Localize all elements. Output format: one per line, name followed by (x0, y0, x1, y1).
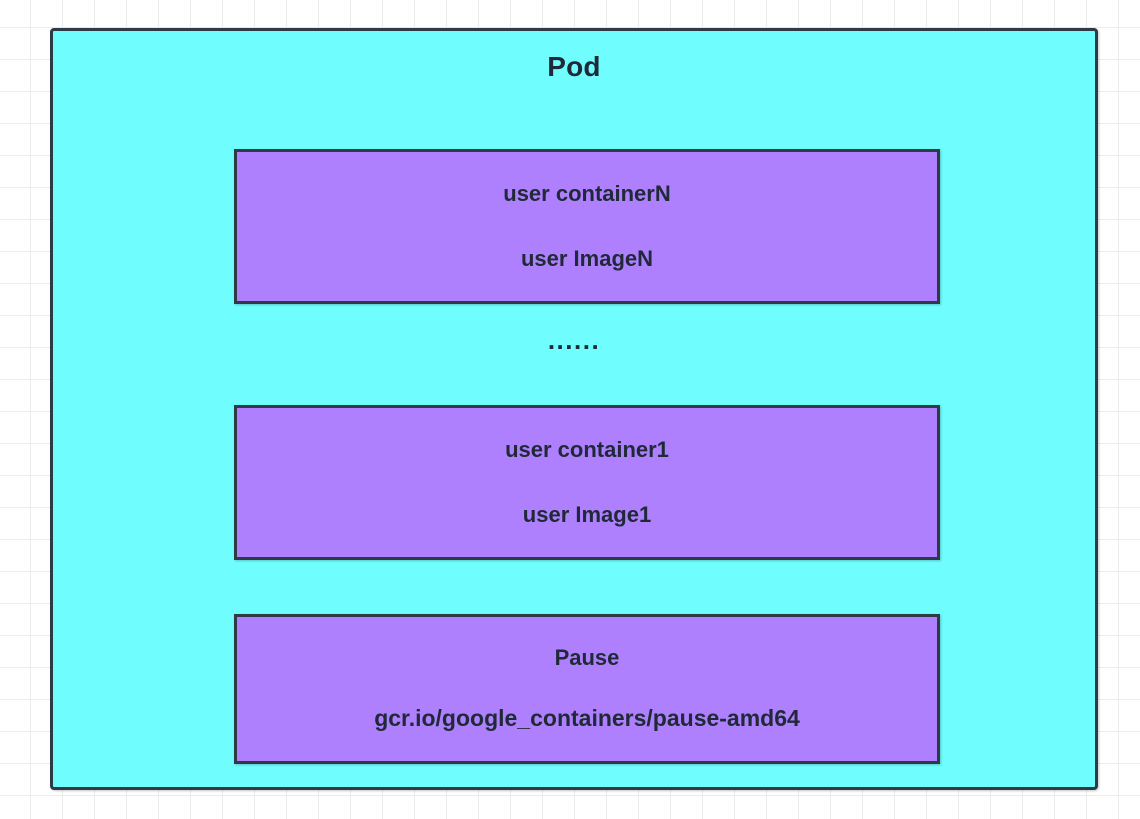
pod-container-box: Pod user containerN user ImageN ...... u… (50, 28, 1098, 790)
user-container-n-image: user ImageN (520, 245, 654, 271)
user-container-1-name: user container1 (505, 437, 669, 463)
pause-container-box: Pause gcr.io/google_containers/pause-amd… (234, 614, 940, 764)
ellipsis-separator: ...... (547, 325, 601, 355)
user-container-1-box: user container1 user Image1 (234, 405, 940, 560)
user-container-n-name: user containerN (503, 181, 671, 207)
pause-container-name: Pause (554, 645, 620, 671)
pause-container-image: gcr.io/google_containers/pause-amd64 (374, 705, 800, 732)
user-container-1-image: user Image1 (522, 501, 652, 527)
user-container-n-box: user containerN user ImageN (234, 149, 940, 304)
pod-title: Pod (547, 51, 601, 82)
